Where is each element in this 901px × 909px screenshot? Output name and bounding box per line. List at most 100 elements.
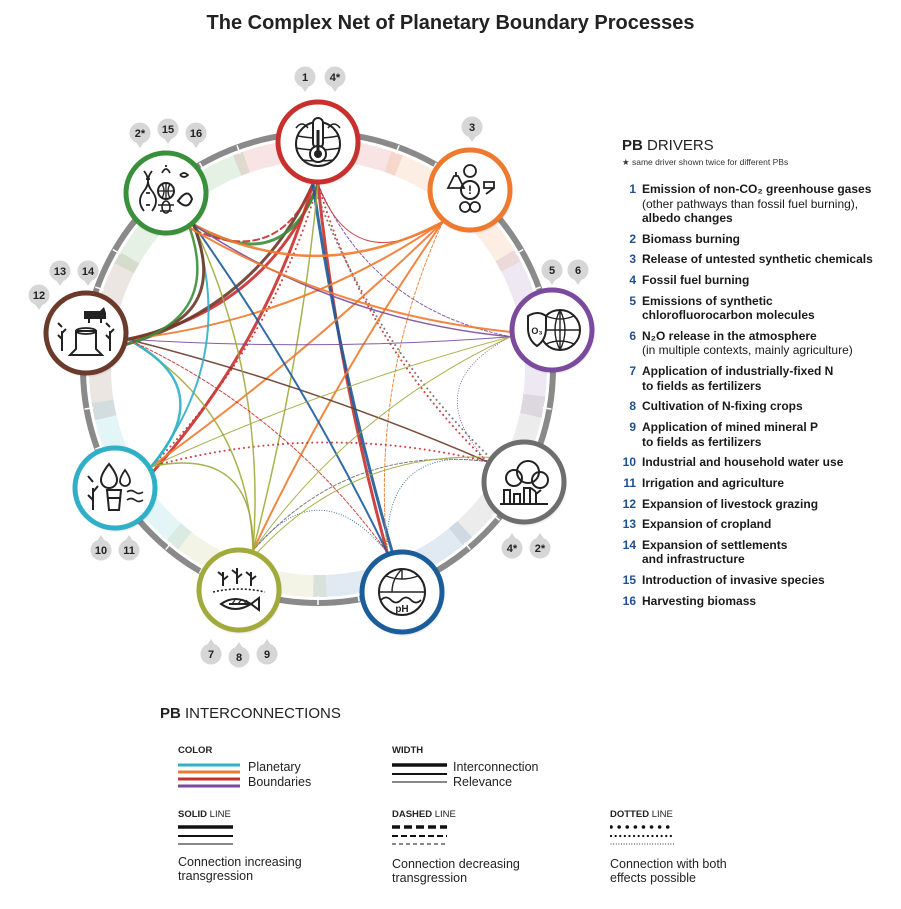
driver-text: Introduction of invasive species: [642, 573, 825, 588]
legend-dashed-text-2: transgression: [392, 871, 468, 885]
driver-number: 12: [622, 496, 636, 511]
node-ring: [196, 547, 282, 633]
ring-tick: [95, 286, 105, 291]
legend-dashed-text-1: Connection decreasing: [392, 857, 520, 871]
svg-text:pH: pH: [395, 604, 408, 615]
driver-item: 16 Harvesting biomass: [622, 594, 897, 609]
driver-pin: 15: [157, 118, 179, 144]
driver-text: Application of industrially-fixed N: [642, 364, 834, 379]
driver-pin-label: 10: [95, 545, 107, 557]
driver-pin-label: 13: [54, 266, 66, 278]
connection-land-system-change-to-biosphere-integrity: [126, 223, 206, 341]
boundary-node-land-system-change: 12 13 14: [28, 260, 129, 376]
boundary-node-ocean-acidification: pH: [359, 549, 445, 635]
legend-dashed-lines: [392, 825, 447, 845]
legend-solid-label: SOLID LINE: [178, 809, 231, 820]
legend-color-swatches: [178, 763, 240, 788]
driver-pin: 14: [77, 260, 99, 286]
driver-pin: 1: [294, 66, 316, 92]
driver-text: Expansion of settlements: [642, 537, 788, 552]
driver-pin-label: 4*: [507, 543, 518, 555]
driver-pin: 6: [567, 259, 589, 285]
connection-climate-change-to-freshwater-change: [152, 182, 315, 473]
connection-biosphere-integrity-to-ozone-depletion: [188, 226, 511, 333]
driver-pin-label: 6: [575, 265, 581, 277]
node-ring: [72, 445, 158, 531]
driver-number: 10: [622, 455, 636, 470]
driver-text: Harvesting biomass: [642, 593, 757, 608]
driver-text: Emissions of synthetic: [642, 293, 773, 308]
driver-number: 11: [623, 475, 636, 490]
interconnections-legend: PB INTERCONNECTIONS COLOR Planetary Boun…: [160, 705, 760, 905]
driver-pin-label: 1: [302, 72, 308, 84]
driver-pin-label: 3: [469, 122, 475, 134]
driver-number: 3: [629, 252, 636, 267]
ring-tick: [531, 286, 541, 291]
connection-freshwater-change-to-ozone-depletion: [150, 336, 512, 468]
ring-tick: [463, 542, 471, 551]
connection-land-system-change-to-ocean-acidification: [127, 338, 388, 554]
ring-tick: [542, 406, 552, 410]
boundary-node-novel-entities: !3: [427, 116, 513, 233]
driver-pin: 8: [228, 642, 250, 668]
legend-solid-lines: [178, 825, 233, 845]
driver-pin: 7: [200, 639, 222, 665]
connection-lines: [125, 182, 512, 555]
connection-climate-change-to-freshwater-change: [150, 183, 319, 468]
driver-pin: 9: [256, 639, 278, 665]
driver-text-continued: and infrastructure: [642, 552, 745, 567]
connection-novel-entities-to-ocean-acidification: [383, 221, 444, 554]
driver-pin: 3: [461, 116, 483, 142]
driver-number: 15: [622, 573, 636, 588]
legend-color-text-2: Boundaries: [248, 775, 312, 789]
driver-text-continued: to fields as fertilizers: [642, 434, 762, 449]
ring-tick: [236, 145, 241, 155]
driver-text: Expansion of cropland: [642, 517, 772, 532]
driver-item: 15 Introduction of invasive species: [622, 573, 897, 588]
connection-novel-entities-to-biosphere-integrity: [192, 220, 444, 258]
legend-dotted-text-2: effects possible: [610, 871, 696, 885]
legend-heading: PB INTERCONNECTIONS: [160, 705, 341, 722]
driver-text: Expansion of livestock grazing: [642, 496, 819, 511]
ring-tick: [112, 248, 121, 255]
legend-width-text-1: Interconnection: [453, 760, 539, 774]
driver-text: Application of mined mineral P: [642, 420, 819, 434]
ring-tick: [95, 445, 105, 450]
driver-pin-label: 5: [549, 265, 555, 277]
legend-dashed-label: DASHED LINE: [392, 809, 456, 820]
connection-aerosol-loading-to-freshwater-change: [150, 441, 489, 468]
driver-text: N₂O release in the atmosphere: [642, 328, 817, 343]
crops-fish-icon: [212, 568, 266, 612]
thermometer-earth-icon: [295, 117, 341, 167]
driver-pin-label: 2*: [535, 543, 546, 555]
driver-pin-label: 2*: [135, 128, 146, 140]
driver-pin: 5: [541, 259, 563, 285]
page-title: The Complex Net of Planetary Boundary Pr…: [206, 12, 695, 34]
node-ring: [427, 147, 513, 233]
connection-novel-entities-to-land-system-change: [126, 220, 444, 341]
driver-pin-label: 16: [190, 128, 202, 140]
connection-biogeochemical-flows-to-biosphere-integrity: [192, 223, 256, 552]
ring-tick: [395, 145, 400, 155]
connection-ocean-acidification-to-biosphere-integrity: [192, 223, 389, 554]
driver-number: 16: [622, 593, 636, 608]
driver-number: 2: [629, 231, 636, 246]
driver-number: 14: [622, 537, 636, 552]
driver-subtext: (in multiple contexts, mainly agricultur…: [642, 343, 853, 358]
driver-pin: 12: [28, 284, 50, 310]
driver-item: 12 Expansion of livestock grazing: [622, 497, 897, 512]
connection-climate-change-to-aerosol-loading: [317, 183, 489, 463]
biodiversity-dna-icon: [139, 165, 194, 214]
legend-width-lines: [392, 763, 447, 783]
driver-pin: 4*: [501, 533, 523, 559]
driver-number: 4: [629, 273, 636, 288]
connection-climate-change-to-biogeochemical-flows: [252, 183, 319, 552]
driver-number: 7: [629, 364, 636, 379]
